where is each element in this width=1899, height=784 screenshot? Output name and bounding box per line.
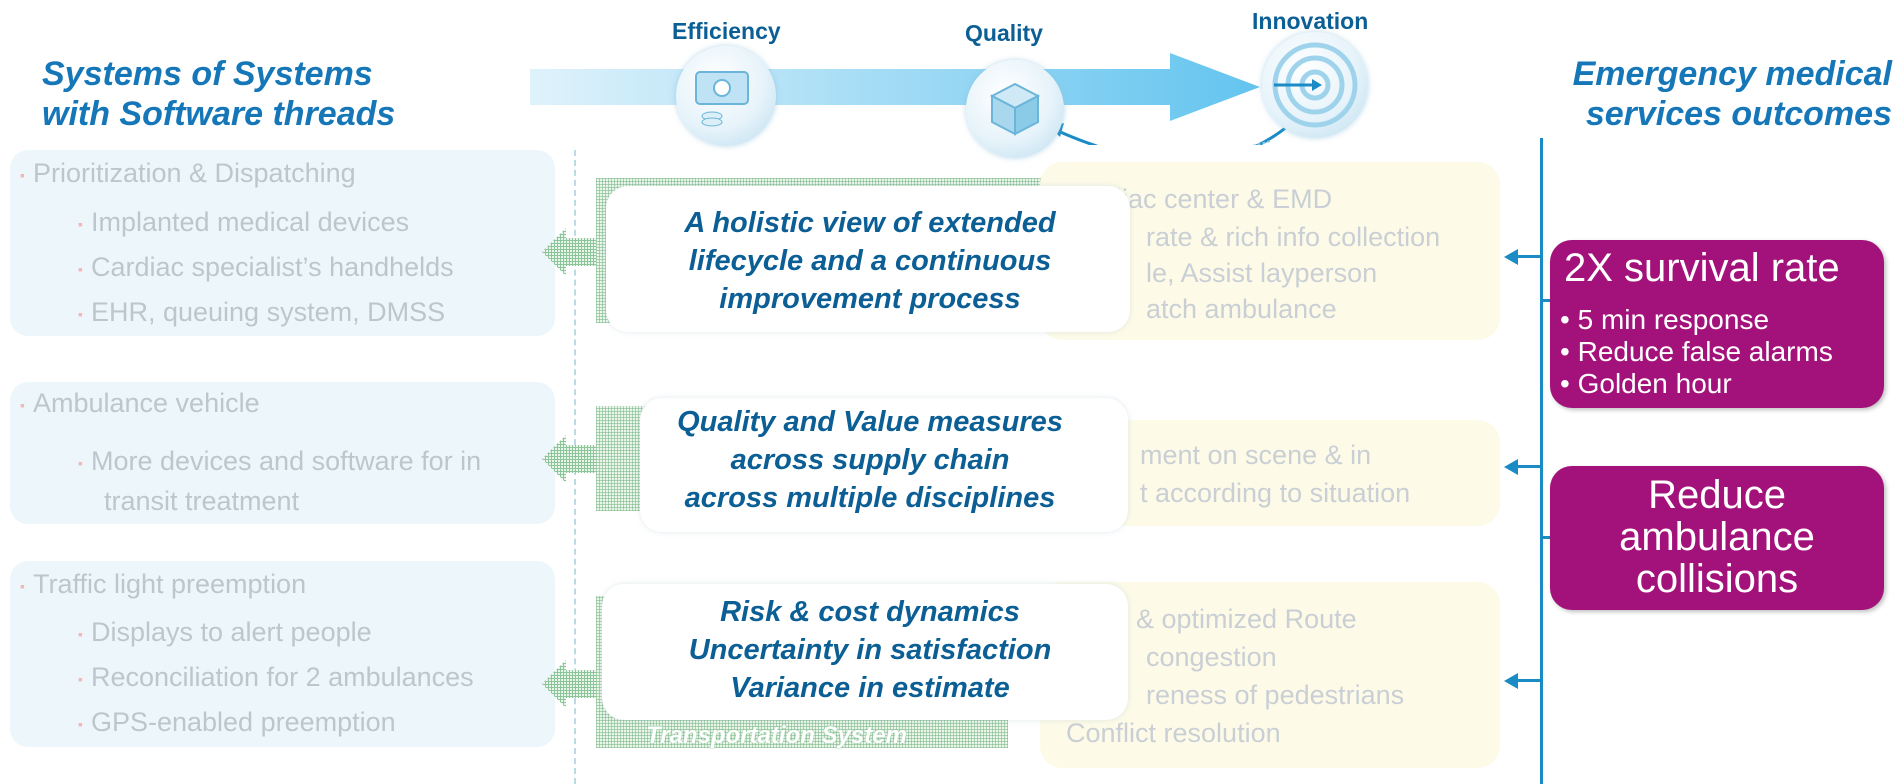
- right-title: Emergency medical services outcomes: [1532, 54, 1892, 134]
- center-message-2-line: Quality and Value measures: [677, 406, 1063, 438]
- middle-box-3-line: Conflict resolution: [1066, 718, 1281, 748]
- left-group-1-item: ▪EHR, queuing system, DMSS: [78, 297, 446, 327]
- middle-box-1-line: atch ambulance: [1146, 294, 1337, 324]
- left-group-2-item: transit treatment: [104, 486, 300, 516]
- outcome-collisions-line: collisions: [1635, 557, 1799, 601]
- middle-box-1-line: liac center & EMD: [1116, 184, 1333, 214]
- innovation-label: Innovation: [1252, 8, 1369, 34]
- left-group-2-item: ▪More devices and software for in: [78, 446, 482, 476]
- center-message-1-line: A holistic view of extended: [684, 207, 1056, 239]
- innovation-circle: [1262, 32, 1368, 138]
- left-title: Systems of Systems with Software threads: [42, 54, 395, 134]
- outcome-survival-box: 2X survival rate • 5 min response • Redu…: [1550, 240, 1884, 408]
- left-group-3-item: ▪Reconciliation for 2 ambulances: [78, 662, 474, 692]
- center-message-3-line: Risk & cost dynamics: [720, 596, 1020, 628]
- left-group-1-item: ▪Cardiac specialist’s handhelds: [78, 252, 454, 282]
- hatch-arrow-2: [542, 435, 602, 483]
- left-group-1: ▪Prioritization & Dispatching ▪Implanted…: [10, 150, 555, 336]
- outcome-survival-bullet: • 5 min response: [1560, 304, 1770, 335]
- outcome-collisions-line: ambulance: [1619, 515, 1815, 559]
- right-arrow-2-shaft: [1516, 465, 1540, 468]
- right-title-line-1: Emergency medical: [1572, 55, 1892, 93]
- center-card-2: [640, 398, 1128, 532]
- left-title-line-1: Systems of Systems: [42, 55, 373, 93]
- top-banner-arrow: [530, 53, 1302, 145]
- center-message-2-line: across supply chain: [730, 444, 1010, 476]
- center-message-2: Quality and Value measures across supply…: [600, 403, 1140, 517]
- left-group-1-head: ▪Prioritization & Dispatching: [20, 158, 356, 188]
- right-arrow-1-shaft: [1516, 255, 1540, 258]
- left-group-1-item: ▪Implanted medical devices: [78, 207, 410, 237]
- middle-box-3-line: & optimized Route: [1136, 604, 1357, 634]
- hatch-arrow-1: [542, 228, 602, 276]
- quality-label: Quality: [965, 20, 1043, 46]
- right-title-line-2: services outcomes: [1585, 95, 1892, 133]
- center-message-2-line: across multiple disciplines: [684, 482, 1056, 514]
- left-group-3-head: ▪Traffic light preemption: [20, 569, 307, 599]
- right-arrow-3-head: [1504, 673, 1518, 689]
- efficiency-label: Efficiency: [672, 18, 781, 44]
- center-card-3: [602, 584, 1128, 720]
- outcome-survival-bullet: • Reduce false alarms: [1560, 336, 1833, 367]
- transportation-system-label: Transportation System: [646, 722, 907, 749]
- center-message-1: A holistic view of extended lifecycle an…: [600, 204, 1140, 318]
- left-group-3: ▪Traffic light preemption ▪Displays to a…: [10, 561, 555, 747]
- hatch-arrow-3: [542, 660, 602, 708]
- left-group-2-head: ▪Ambulance vehicle: [20, 388, 260, 418]
- left-group-3-item: ▪Displays to alert people: [78, 617, 372, 647]
- right-arrow-2-head: [1504, 459, 1518, 475]
- left-group-2: ▪Ambulance vehicle ▪More devices and sof…: [10, 382, 555, 524]
- middle-box-2-line: ment on scene & in: [1140, 440, 1372, 470]
- right-arrow-1-head: [1504, 249, 1518, 265]
- target-icon: [1272, 42, 1358, 128]
- middle-box-1-line: rate & rich info collection: [1146, 222, 1441, 252]
- middle-box-1-line: le, Assist layperson: [1146, 258, 1378, 288]
- outcome-collisions-box: Reduce ambulance collisions: [1550, 466, 1884, 610]
- quality-circle: [966, 60, 1064, 158]
- outcome-survival-bullet: • Golden hour: [1560, 368, 1732, 399]
- middle-box-2-line: t according to situation: [1140, 478, 1411, 508]
- middle-box-3-line: reness of pedestrians: [1146, 680, 1405, 710]
- center-card-1: [606, 186, 1130, 332]
- center-message-1-line: improvement process: [719, 283, 1021, 315]
- right-arrow-3-shaft: [1516, 679, 1540, 682]
- center-message-3-line: Uncertainty in satisfaction: [688, 634, 1052, 666]
- middle-box-3-line: congestion: [1146, 642, 1277, 672]
- money-icon: [695, 71, 749, 127]
- outcome-collisions-line: Reduce: [1648, 473, 1786, 517]
- center-message-3: Risk & cost dynamics Uncertainty in sati…: [600, 593, 1140, 707]
- right-vertical-line: [1540, 138, 1543, 784]
- center-message-3-line: Variance in estimate: [730, 672, 1010, 704]
- center-message-1-line: lifecycle and a continuous: [688, 245, 1052, 277]
- efficiency-circle: [676, 46, 776, 146]
- outcome-survival-title: 2X survival rate: [1564, 246, 1840, 290]
- left-title-line-2: with Software threads: [42, 95, 396, 133]
- left-group-3-item: ▪GPS-enabled preemption: [78, 707, 396, 737]
- cube-icon: [989, 82, 1041, 136]
